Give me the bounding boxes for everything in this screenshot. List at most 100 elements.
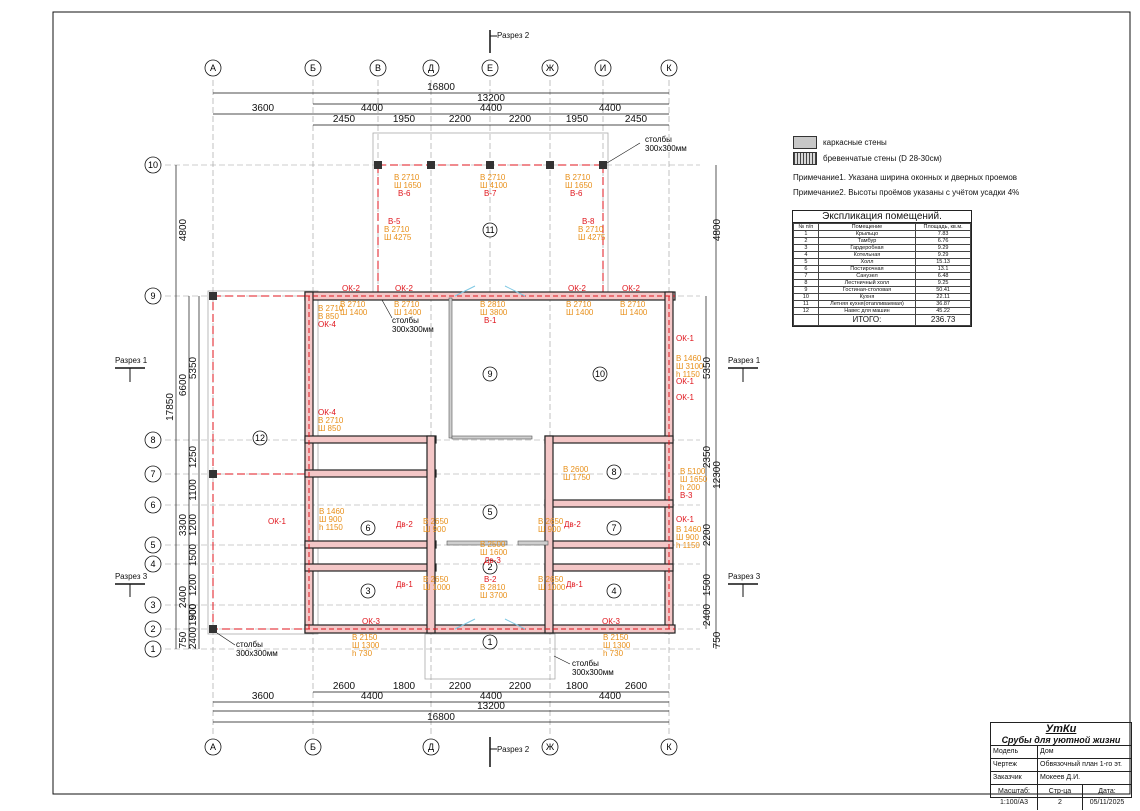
expl-cell-num: 7 [793,272,819,280]
op-v3-s: h 200 [680,483,701,492]
row-marker: 4 [144,555,162,573]
op-v3-id: В-3 [680,491,693,500]
expl-cell-area: 22.11 [915,293,971,301]
expl-cell-num: 6 [793,265,819,273]
room-number: 3 [365,586,370,596]
dim-left-2400: 2400 [178,585,189,608]
expl-cell-room: Постирочная [817,265,917,273]
dim-left-seg: 1100 [188,479,199,501]
op-v1-h: В 2810 [480,300,506,309]
axis-marker-top: И [594,59,612,77]
op-v6a-id: В-6 [398,189,411,198]
axis-label: Ж [546,63,555,73]
op-ok1d-h: В 1460 [319,507,345,516]
expl-header-num: № п/п [793,223,819,231]
row-marker: 2 [144,620,162,638]
explication-title: Экспликация помещений. [793,211,971,223]
expl-cell-area: 45.22 [915,307,971,315]
callout-left-size: 300х300мм [236,649,278,658]
expl-cell-area: 6.76 [915,237,971,245]
op-ok2b-h: В 2710 [394,300,420,309]
axis-label: А [210,63,216,73]
expl-cell-room: Кухня [817,293,917,301]
expl-cell-room: Гостиная-столовая [817,286,917,294]
expl-cell-num: 2 [793,237,819,245]
op-v5-w: Ш 4275 [384,233,412,242]
row-label: 3 [150,600,155,610]
dim-top-seg: 2200 [449,114,472,125]
op-ok1e: ОК-1 [676,515,695,524]
dim-bot-seg: 2200 [509,681,532,692]
dim-left-seg: 5350 [188,356,199,379]
stamp-scale-value: 1:100/А3 [999,799,1029,806]
stamp-date-key: Дата: [1098,788,1116,795]
dim-right-seg: 5350 [702,356,713,379]
section-3-right-label: Разрез 3 [728,572,761,581]
section-1-right-label: Разрез 1 [728,356,761,365]
op-v3-h: В 5100 [680,467,706,476]
op-ok3b: ОК-3 [602,617,621,626]
dim-right-seg: 2400 [702,603,713,626]
expl-cell-num: 11 [793,300,819,308]
row-marker: 10 [144,156,162,174]
op-ok3b-w: Ш 1300 [603,641,631,650]
op-c-h: В 2500 [480,540,506,549]
row-label: 7 [150,469,155,479]
op-ok1a-h: В 1460 [676,354,702,363]
op-ok1e-w: Ш 900 [676,533,699,542]
op-st-w: Ш 1750 [563,473,591,482]
op-v6b-h: В 2710 [565,173,591,182]
op-ok1d-s: h 1150 [319,523,343,532]
op-ok3b-s: h 730 [603,649,624,658]
op-ok4b-h: В 2710 [318,416,344,425]
room-number: 5 [487,507,492,517]
op-ok2b: ОК-2 [395,284,414,293]
dim-top-seg: 2450 [625,114,648,125]
dim-right-seg: 2200 [702,523,713,546]
op-ok4b-w: Ш 850 [318,424,341,433]
expl-cell-area: 15.13 [915,258,971,266]
op-v8-h: В 2710 [578,225,604,234]
axis-label: И [600,63,606,73]
callout-bottom-size: 300х300мм [572,668,614,677]
stamp-date-value: 05/11/2025 [1089,799,1125,806]
section-markers [115,30,758,767]
dim-top-total: 16800 [427,82,455,93]
posts-callout-left: столбы 300х300мм [216,632,278,658]
room-number: 7 [611,523,616,533]
row-label: 9 [150,291,155,301]
stamp-model-key: Модель [991,746,1038,758]
axis-marker-top: Б [304,59,322,77]
dim-bot-seg: 1800 [393,681,416,692]
dim-top-3600: 3600 [252,103,275,114]
dim-top-13200: 13200 [477,93,505,104]
dim-bot-3600: 3600 [252,691,275,702]
op-ok3a-h: В 2150 [352,633,378,642]
legend-log-label: бревенчатые стены (D 28-30см) [823,154,942,163]
dim-bot-4400-c: 4400 [599,691,622,702]
op-ok2c-w: Ш 1400 [566,308,594,317]
posts-callout-bottom: столбы 300х300мм [553,655,614,677]
dim-left-3300: 3300 [178,513,189,536]
op-v5-h: В 2710 [384,225,410,234]
glazing [454,285,526,630]
op-dv1a: Дв-1 [396,580,413,589]
dim-bot-13200: 13200 [477,701,505,712]
expl-cell-area: 50.41 [915,286,971,294]
posts-callout-top: столбы 300х300мм [606,135,687,164]
op-v2: В-2 [484,575,497,584]
section-3-left-label: Разрез 3 [115,572,148,581]
brand-block: УтКи Срубы для уютной жизни [991,723,1131,746]
op-v2-w: Ш 3700 [480,591,508,600]
